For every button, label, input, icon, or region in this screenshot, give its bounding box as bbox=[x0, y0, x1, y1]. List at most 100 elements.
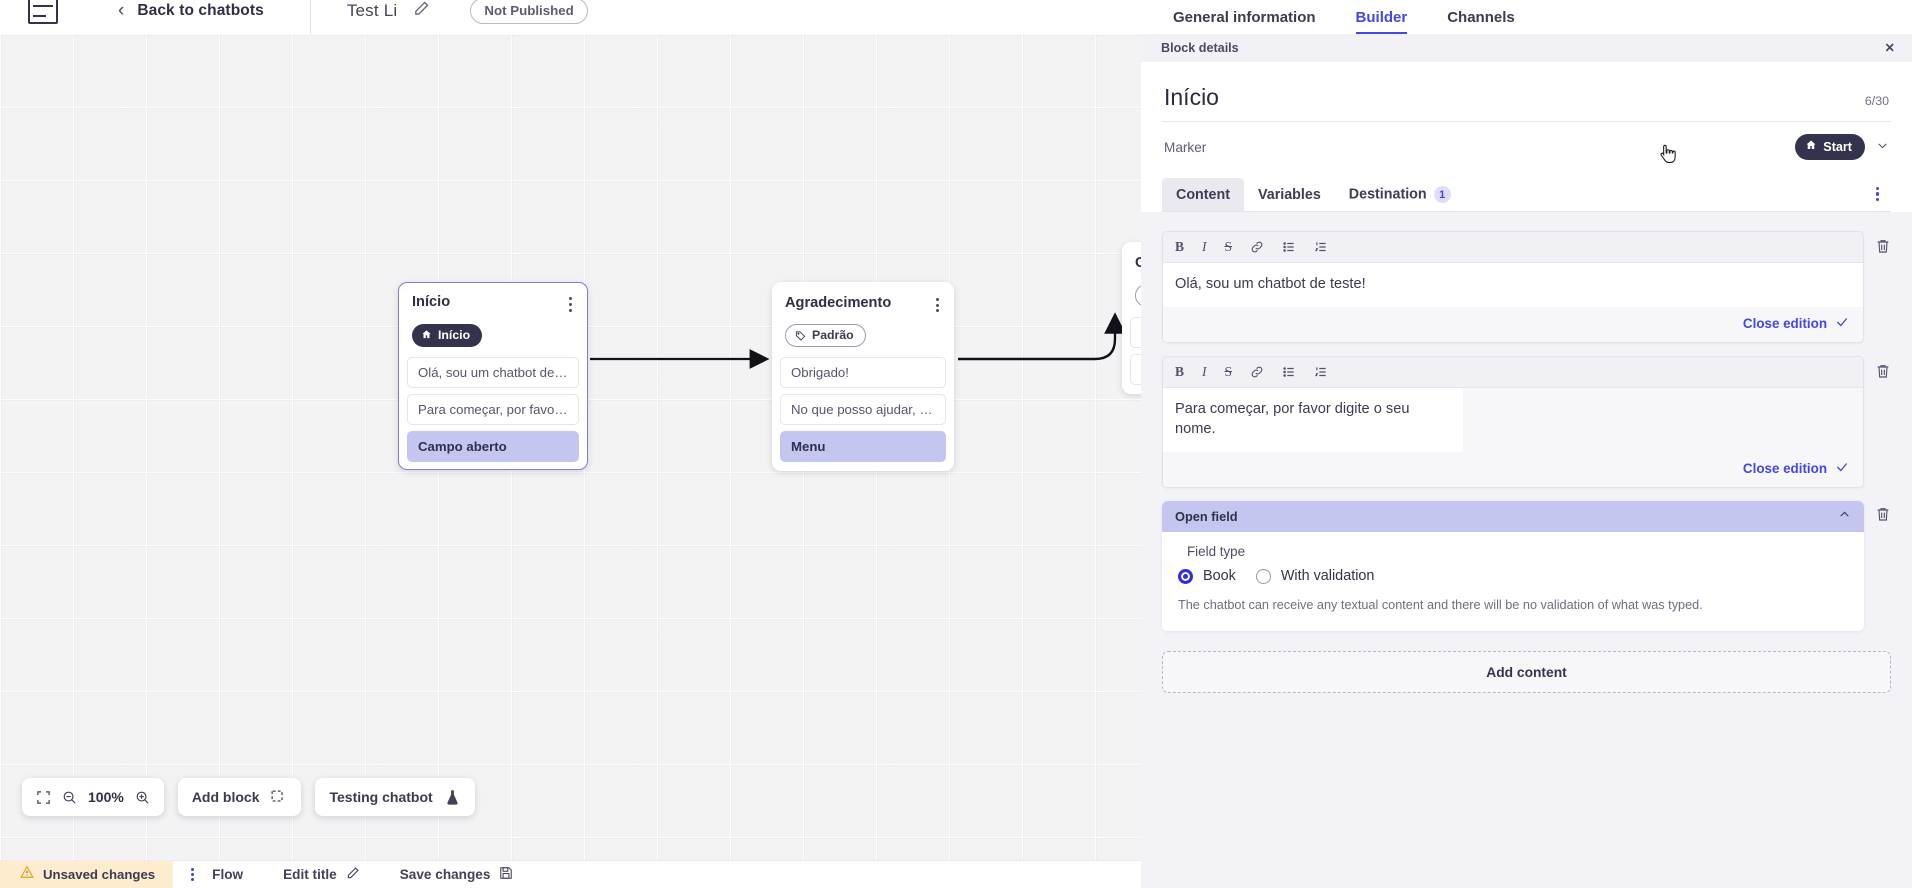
add-content-button[interactable]: Add content bbox=[1162, 651, 1891, 694]
strikethrough-icon[interactable]: S bbox=[1224, 363, 1233, 379]
radio-option-with-validation[interactable]: With validation bbox=[1255, 568, 1374, 584]
testing-chatbot-button[interactable]: Testing chatbot bbox=[315, 778, 475, 816]
content-overflow-menu-icon[interactable] bbox=[1864, 179, 1891, 210]
marker-row: Marker Start bbox=[1162, 122, 1891, 160]
block-menu-icon[interactable] bbox=[934, 295, 941, 315]
block-message[interactable]: Olá, sou um chatbot de teste! bbox=[407, 356, 579, 388]
bold-icon[interactable]: B bbox=[1175, 239, 1185, 254]
block-messages: Olá, sou um chatbot de teste! Para começ… bbox=[399, 356, 587, 462]
pencil-icon[interactable] bbox=[413, 0, 430, 22]
field-type-radio-group: Book With validation bbox=[1178, 568, 1848, 584]
radio-indicator[interactable] bbox=[1255, 568, 1271, 584]
close-icon[interactable]: ✕ bbox=[1884, 40, 1895, 55]
marker-pill-start[interactable]: Início bbox=[412, 323, 483, 347]
flow-block-agradecimento[interactable]: Agradecimento Padrão Obrigado! No que po… bbox=[772, 282, 954, 472]
open-field-body: Field type Book With validation The bbox=[1162, 532, 1864, 632]
panel-body: Início 6/30 Marker Start Content Variabl… bbox=[1141, 62, 1912, 888]
editor-text[interactable]: Olá, sou um chatbot de teste! bbox=[1163, 263, 1863, 307]
block-title: Agradecimento bbox=[785, 295, 892, 311]
marker-control: Start bbox=[1795, 134, 1889, 160]
content-card: B I S Olá, sou um chatbot de tes bbox=[1162, 231, 1891, 343]
block-message-active[interactable]: Menu bbox=[780, 431, 946, 463]
panel-tab-bar: General information Builder Channels bbox=[1141, 0, 1912, 34]
fit-screen-icon[interactable] bbox=[36, 790, 51, 805]
check-icon[interactable] bbox=[1835, 315, 1849, 332]
block-details-panel: General information Builder Channels Blo… bbox=[1141, 0, 1912, 888]
marker-label: Marker bbox=[1164, 139, 1207, 155]
numbered-list-icon[interactable] bbox=[1314, 365, 1328, 379]
rich-text-editor[interactable]: B I S Para começar, por favor di bbox=[1162, 355, 1864, 489]
mouse-cursor-pointer bbox=[1657, 143, 1677, 172]
tab-content[interactable]: Content bbox=[1162, 177, 1244, 211]
status-badge: Not Published bbox=[470, 0, 588, 24]
open-field-title: Open field bbox=[1175, 508, 1238, 524]
block-message[interactable]: No que posso ajudar, <? $name ... bbox=[780, 394, 946, 426]
tab-channels[interactable]: Channels bbox=[1447, 9, 1515, 26]
save-changes-label: Save changes bbox=[399, 867, 491, 882]
delete-open-field-icon[interactable] bbox=[1875, 501, 1891, 527]
tab-builder[interactable]: Builder bbox=[1355, 9, 1408, 34]
block-marker: Padrão bbox=[772, 315, 954, 348]
block-message[interactable]: Obrigado! bbox=[780, 357, 946, 389]
bullet-list-icon[interactable] bbox=[1282, 240, 1296, 254]
app-logo[interactable] bbox=[28, 0, 58, 24]
open-field-header[interactable]: Open field bbox=[1162, 501, 1864, 533]
radio-indicator[interactable] bbox=[1178, 568, 1193, 584]
italic-icon[interactable]: I bbox=[1202, 239, 1207, 254]
block-marker: Início bbox=[399, 315, 587, 347]
pencil-icon bbox=[346, 866, 360, 883]
back-chevron-icon[interactable]: ‹ bbox=[118, 0, 125, 21]
rich-text-editor[interactable]: B I S Olá, sou um chatbot de tes bbox=[1162, 231, 1864, 343]
block-message[interactable]: Para começar, por favor digite o ... bbox=[407, 393, 579, 425]
marker-pill-default[interactable]: Padrão bbox=[785, 324, 866, 348]
bold-icon[interactable]: B bbox=[1175, 363, 1185, 379]
radio-option-book[interactable]: Book bbox=[1178, 568, 1236, 584]
field-type-label: Field type bbox=[1187, 544, 1246, 560]
zoom-in-icon[interactable] bbox=[135, 790, 150, 805]
check-icon[interactable] bbox=[1835, 460, 1849, 477]
block-message-active[interactable]: Campo aberto bbox=[407, 430, 579, 462]
italic-icon[interactable]: I bbox=[1202, 363, 1207, 379]
numbered-list-icon[interactable] bbox=[1314, 240, 1328, 254]
delete-content-icon[interactable] bbox=[1875, 356, 1891, 384]
close-edition-button[interactable]: Close edition bbox=[1742, 461, 1827, 477]
link-icon[interactable] bbox=[1250, 365, 1264, 379]
link-icon[interactable] bbox=[1250, 240, 1264, 254]
content-editor-area: B I S Olá, sou um chatbot de tes bbox=[1141, 212, 1912, 888]
zoom-level: 100% bbox=[88, 789, 124, 805]
save-disk-icon bbox=[499, 866, 513, 883]
bullet-list-icon[interactable] bbox=[1282, 365, 1296, 379]
block-title: Início bbox=[412, 294, 451, 311]
save-changes-button[interactable]: Save changes bbox=[400, 866, 514, 883]
header-divider bbox=[309, 0, 311, 34]
tab-variables[interactable]: Variables bbox=[1258, 186, 1321, 203]
panel-subheader-label: Block details bbox=[1161, 41, 1239, 55]
marker-select-value[interactable]: Start bbox=[1795, 134, 1865, 160]
destination-count-badge: 1 bbox=[1433, 186, 1451, 203]
unsaved-changes-label: Unsaved changes bbox=[43, 867, 156, 882]
delete-content-icon[interactable] bbox=[1875, 231, 1891, 259]
open-field-help-text: The chatbot can receive any textual cont… bbox=[1178, 598, 1703, 613]
block-messages: Obrigado! No que posso ajudar, <? $name … bbox=[772, 357, 954, 463]
editor-text[interactable]: Para começar, por favor digite o seu nom… bbox=[1163, 387, 1463, 453]
block-menu-icon[interactable] bbox=[567, 294, 574, 314]
back-to-chatbots-link[interactable]: Back to chatbots bbox=[137, 2, 264, 19]
editor-footer: Close edition bbox=[1163, 452, 1863, 488]
flow-button[interactable]: Flow bbox=[212, 867, 243, 882]
character-counter: 6/30 bbox=[1864, 94, 1889, 108]
add-block-button[interactable]: Add block bbox=[177, 778, 302, 816]
tab-general-information[interactable]: General information bbox=[1173, 9, 1316, 26]
open-field-component[interactable]: Open field Field type Book bbox=[1162, 501, 1864, 632]
chevron-up-icon[interactable] bbox=[1838, 508, 1851, 524]
flow-block-inicio[interactable]: Início Início Olá, sou um chatbot de tes… bbox=[398, 282, 588, 470]
chevron-down-icon[interactable] bbox=[1876, 139, 1889, 155]
statusbar-menu-icon[interactable] bbox=[191, 867, 195, 882]
strikethrough-icon[interactable]: S bbox=[1224, 239, 1233, 254]
edit-title-button[interactable]: Edit title bbox=[283, 866, 360, 883]
close-edition-button[interactable]: Close edition bbox=[1742, 315, 1827, 331]
marker-pill-label: Início bbox=[438, 327, 471, 342]
zoom-out-icon[interactable] bbox=[62, 790, 77, 805]
editor-footer: Close edition bbox=[1163, 306, 1863, 342]
